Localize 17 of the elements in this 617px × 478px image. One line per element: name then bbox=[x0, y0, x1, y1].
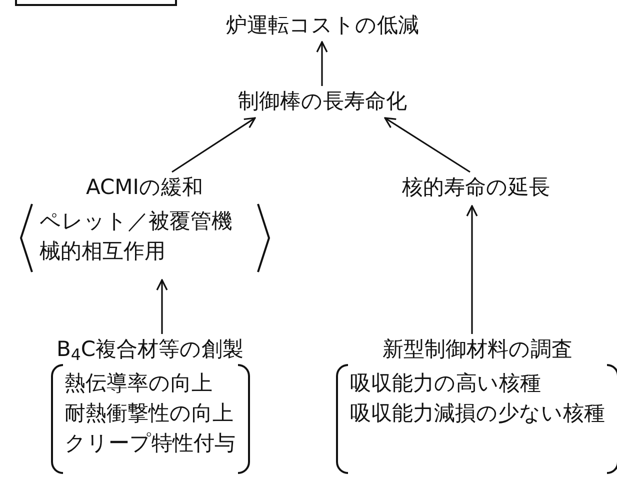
node-text: ペレット／被覆管機械的相互作用 bbox=[40, 208, 234, 265]
node-text: 熱伝導率の向上 bbox=[64, 370, 212, 397]
node-heading: 炉運転コストの低減 bbox=[226, 12, 419, 39]
arrow bbox=[316, 41, 328, 86]
node-text: 耐熱衝撃性の向上 bbox=[64, 400, 234, 427]
node-text: 吸収能力減損の少ない核種 bbox=[350, 400, 605, 427]
node-text: クリープ特性付与 bbox=[64, 430, 236, 457]
node-heading: ACMIの緩和 bbox=[86, 174, 203, 201]
arrow bbox=[156, 279, 168, 334]
node-heading: B$_{4}$C複合材等の創製 bbox=[56, 336, 244, 364]
node-heading: 新型制御材料の調査 bbox=[382, 336, 572, 363]
node-heading: 核的寿命の延長 bbox=[402, 174, 550, 201]
node-text: 吸収能力の高い核種 bbox=[350, 370, 541, 397]
arrow bbox=[384, 117, 470, 173]
arrow bbox=[466, 205, 478, 334]
arrow bbox=[172, 117, 256, 173]
node-heading: 制御棒の長寿命化 bbox=[238, 88, 407, 115]
